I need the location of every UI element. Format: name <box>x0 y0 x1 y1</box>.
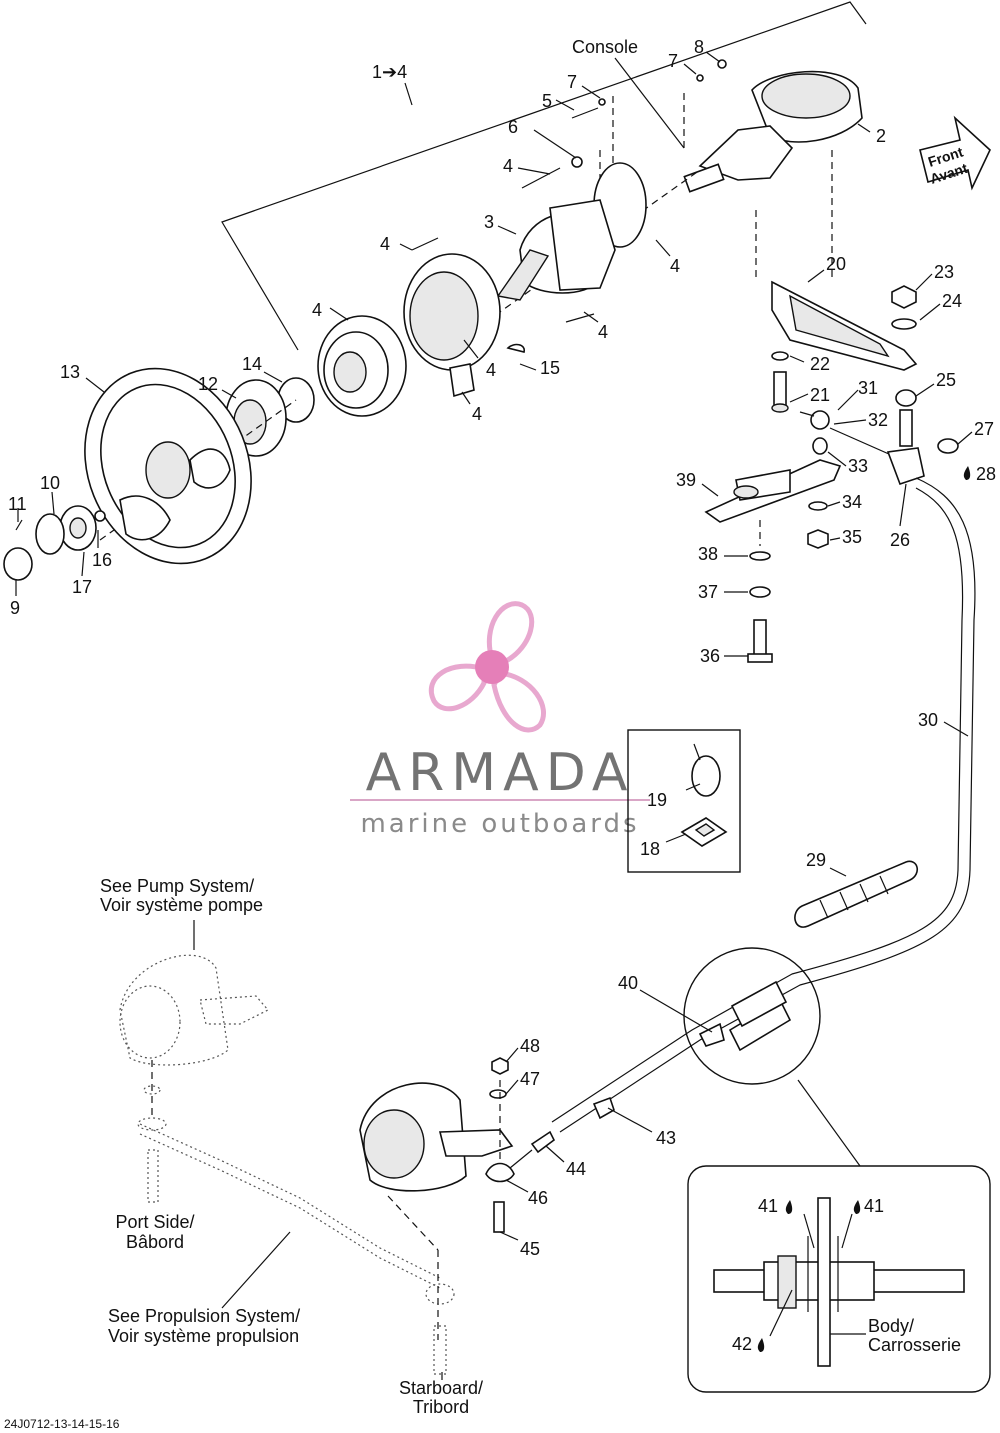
body-label-fr: Carrosserie <box>868 1335 961 1355</box>
port-side-label-fr: Bâbord <box>126 1232 184 1252</box>
callout-15: 15 <box>540 358 560 378</box>
helm-assembly: Console <box>99 37 863 541</box>
callout-48: 48 <box>520 1036 540 1056</box>
callout-11: 11 <box>8 494 27 514</box>
callout-41: 41 <box>864 1196 884 1216</box>
propeller-icon <box>429 601 547 733</box>
callout-17: 17 <box>72 577 92 597</box>
callout-39: 39 <box>676 470 696 490</box>
drop-icon <box>853 1200 861 1214</box>
callout-43: 43 <box>656 1128 676 1148</box>
callout-25: 25 <box>936 370 956 390</box>
lubricant-drop-icons <box>757 466 971 1352</box>
callout-37: 37 <box>698 582 718 602</box>
callout-13: 13 <box>60 362 80 382</box>
steering-cable <box>551 477 976 1133</box>
port-side-label: Port Side/ <box>115 1212 194 1232</box>
callout-4: 4 <box>486 360 496 380</box>
callout-23: 23 <box>934 262 954 282</box>
front-arrow: Front Avant <box>919 115 991 191</box>
callout-42: 42 <box>732 1334 752 1354</box>
console-label: Console <box>572 37 638 57</box>
cable-tie-inset <box>627 729 741 873</box>
tilt-brackets <box>704 150 959 663</box>
drop-icon <box>757 1338 765 1352</box>
watermark-title: ARMADA <box>366 743 635 803</box>
callout-32: 32 <box>868 410 888 430</box>
callout-6: 6 <box>508 117 518 137</box>
callout-26: 26 <box>890 530 910 550</box>
callout-4: 4 <box>312 300 322 320</box>
pump-system-label-fr: Voir système pompe <box>100 895 263 915</box>
callout-12: 12 <box>198 374 218 394</box>
callout-38: 38 <box>698 544 718 564</box>
callout-34: 34 <box>842 492 862 512</box>
drawing-number: 24J0712-13-14-15-16 <box>4 1417 120 1431</box>
callout-10: 10 <box>40 473 60 493</box>
pump-system-label: See Pump System/ <box>100 876 254 896</box>
pump-and-propulsion <box>119 954 788 1375</box>
callout-21: 21 <box>810 385 830 405</box>
callout-36: 36 <box>700 646 720 666</box>
callout-22: 22 <box>810 354 830 374</box>
callout-44: 44 <box>566 1159 586 1179</box>
watermark-subtitle: marine outboards <box>360 809 639 839</box>
callout-16: 16 <box>92 550 112 570</box>
callout-20: 20 <box>826 254 846 274</box>
callout-35: 35 <box>842 527 862 547</box>
callout-33: 33 <box>848 456 868 476</box>
callout-9: 9 <box>10 598 20 618</box>
reference-labels: See Pump System/ Voir système pompe Port… <box>4 876 961 1431</box>
callout-45: 45 <box>520 1239 540 1259</box>
callout-27: 27 <box>974 419 994 439</box>
propulsion-system-label: See Propulsion System/ <box>108 1306 300 1326</box>
callout-40: 40 <box>618 973 638 993</box>
callout-5: 5 <box>542 91 552 111</box>
drop-icon <box>785 1200 793 1214</box>
callout-7: 7 <box>567 72 577 92</box>
callout-7: 7 <box>668 51 678 71</box>
drop-icon <box>963 466 971 480</box>
callout-46: 46 <box>528 1188 548 1208</box>
starboard-label: Starboard/ <box>399 1378 483 1398</box>
propulsion-system-label-fr: Voir système propulsion <box>108 1326 299 1346</box>
callout-4: 4 <box>670 256 680 276</box>
body-label: Body/ <box>868 1316 914 1336</box>
callout-4: 4 <box>503 156 513 176</box>
assembly-label: 1➔4 <box>372 62 407 82</box>
callout-18: 18 <box>640 839 660 859</box>
callout-31: 31 <box>858 378 878 398</box>
callout-4: 4 <box>598 322 608 342</box>
callout-2: 2 <box>876 126 886 146</box>
callout-24: 24 <box>942 291 962 311</box>
callout-4: 4 <box>472 404 482 424</box>
callout-41: 41 <box>758 1196 778 1216</box>
callouts: 2 3 4 4 4 4 4 4 4 4 5 6 7 7 8 9 10 11 12… <box>8 37 996 1354</box>
callout-19: 19 <box>647 790 667 810</box>
leader-lines <box>15 51 973 1380</box>
callout-29: 29 <box>806 850 826 870</box>
callout-30: 30 <box>918 710 938 730</box>
callout-3: 3 <box>484 212 494 232</box>
callout-47: 47 <box>520 1069 540 1089</box>
armada-logo: ARMADA marine outboards <box>350 601 650 839</box>
callout-4: 4 <box>380 234 390 254</box>
callout-28: 28 <box>976 464 996 484</box>
detail-view <box>683 947 991 1393</box>
callout-14: 14 <box>242 354 262 374</box>
assembly-bracket: 1➔4 <box>221 1 867 351</box>
callout-8: 8 <box>694 37 704 57</box>
starboard-label-fr: Tribord <box>413 1397 469 1417</box>
steering-wheel <box>3 367 252 581</box>
